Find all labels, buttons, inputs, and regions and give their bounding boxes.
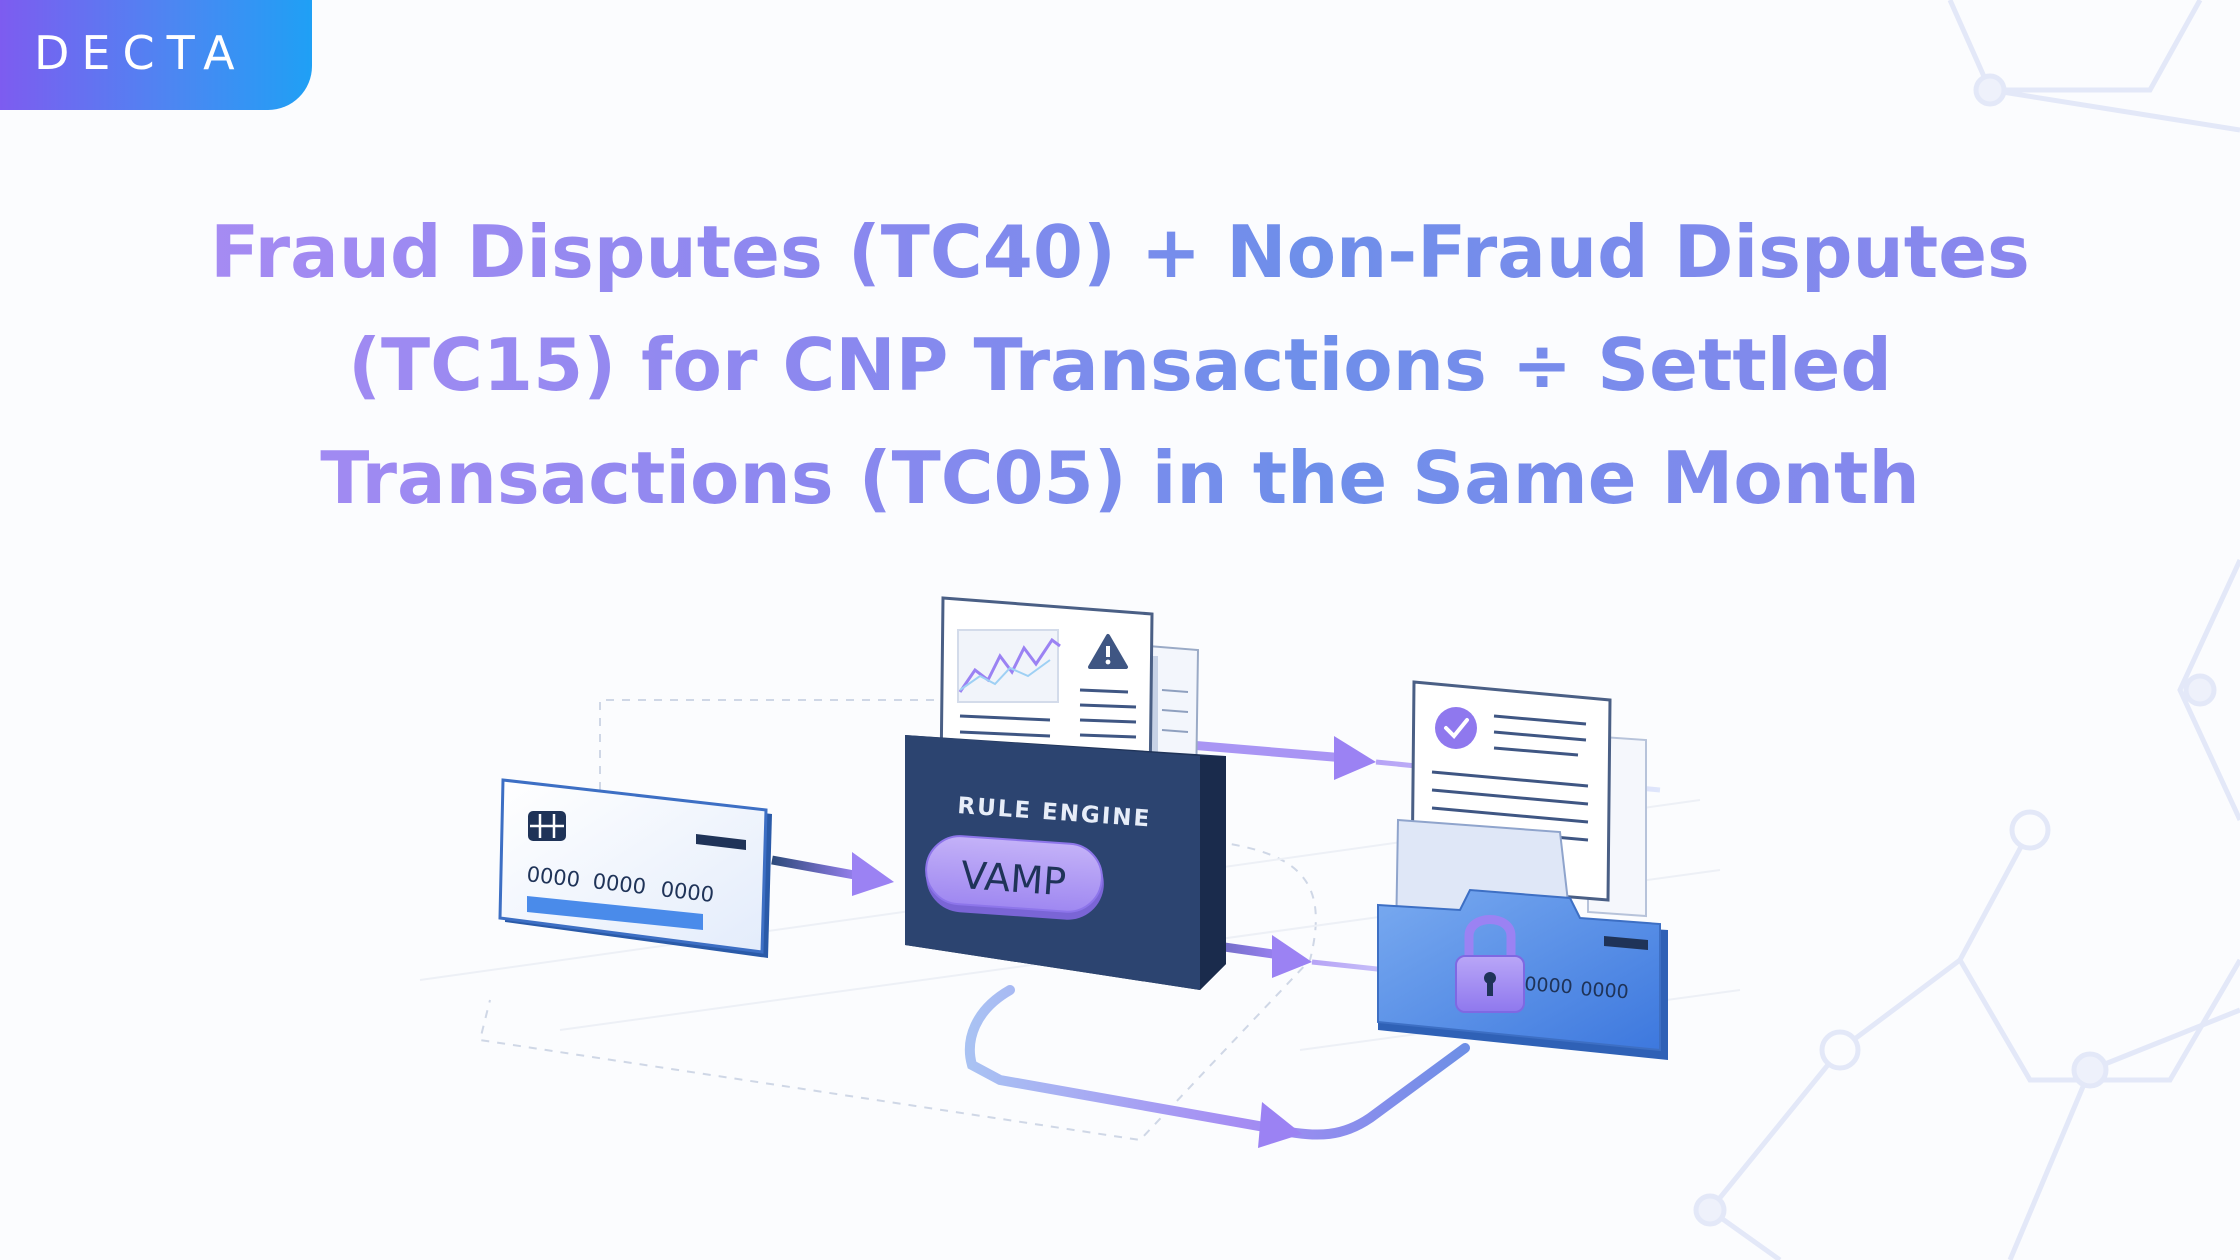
connector-card-to-engine: [771, 852, 894, 896]
padlock-icon: [1455, 915, 1525, 1013]
arrow-head-engine-to-report: [1334, 736, 1376, 780]
card-brand-mark: [696, 834, 746, 850]
brand-logo: DECTA: [0, 0, 312, 110]
arrow-head-engine-to-secure-card: [1272, 935, 1312, 978]
vamp-badge-text: VAMP: [959, 853, 1067, 904]
warning-icon: [1088, 634, 1128, 669]
arrow-head-loop: [1258, 1102, 1302, 1148]
brand-logo-text: DECTA: [34, 26, 247, 80]
secure-card: 0000 0000: [1377, 818, 1668, 1060]
secure-card-number-group-2: 0000: [1580, 978, 1630, 1003]
dashed-flow-outline: [478, 699, 1317, 1142]
secure-card-brand-mark: [1604, 936, 1648, 950]
background-network-decoration: [1693, 0, 2240, 1260]
secure-card-number-group-1: 0000: [1524, 973, 1574, 998]
card-stripe: [527, 896, 703, 930]
checkmark-icon: [1435, 707, 1477, 749]
chip-icon: [528, 811, 566, 841]
connector-loop-bottom: [964, 985, 1470, 1148]
payment-card: 0000 0000 0000: [498, 778, 772, 958]
rule-engine-box: RULE ENGINE VAMP: [905, 735, 1226, 990]
arrow-head-card-to-engine: [852, 852, 894, 896]
vamp-badge: VAMP: [925, 835, 1104, 920]
